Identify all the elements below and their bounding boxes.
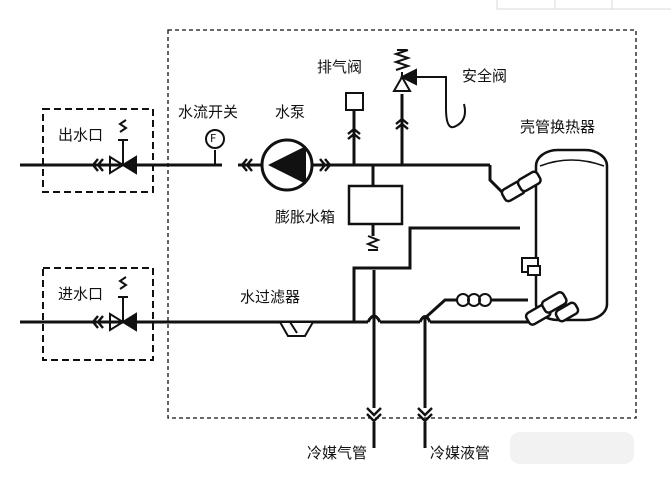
union-icon	[395, 117, 409, 130]
table-fragment	[496, 0, 671, 10]
flow-switch-symbol: F	[210, 132, 217, 145]
liquid-coupling-icon	[417, 407, 433, 423]
gas-pipe-label: 冷媒气管	[307, 444, 368, 462]
union-icon	[91, 315, 104, 329]
inlet-label: 进水口	[58, 285, 104, 303]
liquid-crossover	[418, 315, 432, 323]
expansion-tank-icon	[347, 184, 404, 226]
pump-icon	[260, 138, 314, 192]
safety-valve-icon	[392, 49, 466, 129]
water-filter-label: 水过滤器	[240, 288, 301, 306]
liquid-pipe-label: 冷媒液管	[430, 444, 491, 462]
outlet-valve-icon	[109, 119, 137, 175]
flow-switch-icon	[205, 129, 225, 165]
inlet-valve-icon	[109, 276, 137, 332]
expansion-tank-label: 膨胀水箱	[275, 208, 336, 226]
gas-coupling-icon	[366, 407, 382, 423]
exhaust-valve-icon	[345, 92, 364, 111]
liquid-pipe	[423, 298, 458, 408]
gas-crossover	[366, 314, 382, 323]
heat-exchanger-label: 壳管换热器	[520, 118, 596, 136]
coil-icon	[456, 293, 492, 307]
tank-drain-valve-icon	[365, 235, 381, 251]
outlet-box	[42, 108, 154, 193]
pump-label: 水泵	[275, 103, 306, 121]
return-pipe	[352, 226, 520, 322]
unit-boundary	[167, 29, 637, 419]
water-filter-icon	[278, 321, 315, 337]
watermark	[510, 432, 634, 464]
flow-switch-label: 水流开关	[178, 103, 239, 121]
union-icon	[319, 158, 332, 172]
outlet-label: 出水口	[58, 126, 104, 144]
safety-valve-label: 安全阀	[462, 67, 508, 85]
union-icon	[91, 158, 104, 172]
heat-exchanger-icon	[500, 148, 609, 326]
exhaust-valve-label: 排气阀	[317, 58, 363, 76]
union-icon	[240, 158, 253, 172]
union-icon	[347, 127, 361, 140]
inlet-box	[42, 267, 154, 361]
